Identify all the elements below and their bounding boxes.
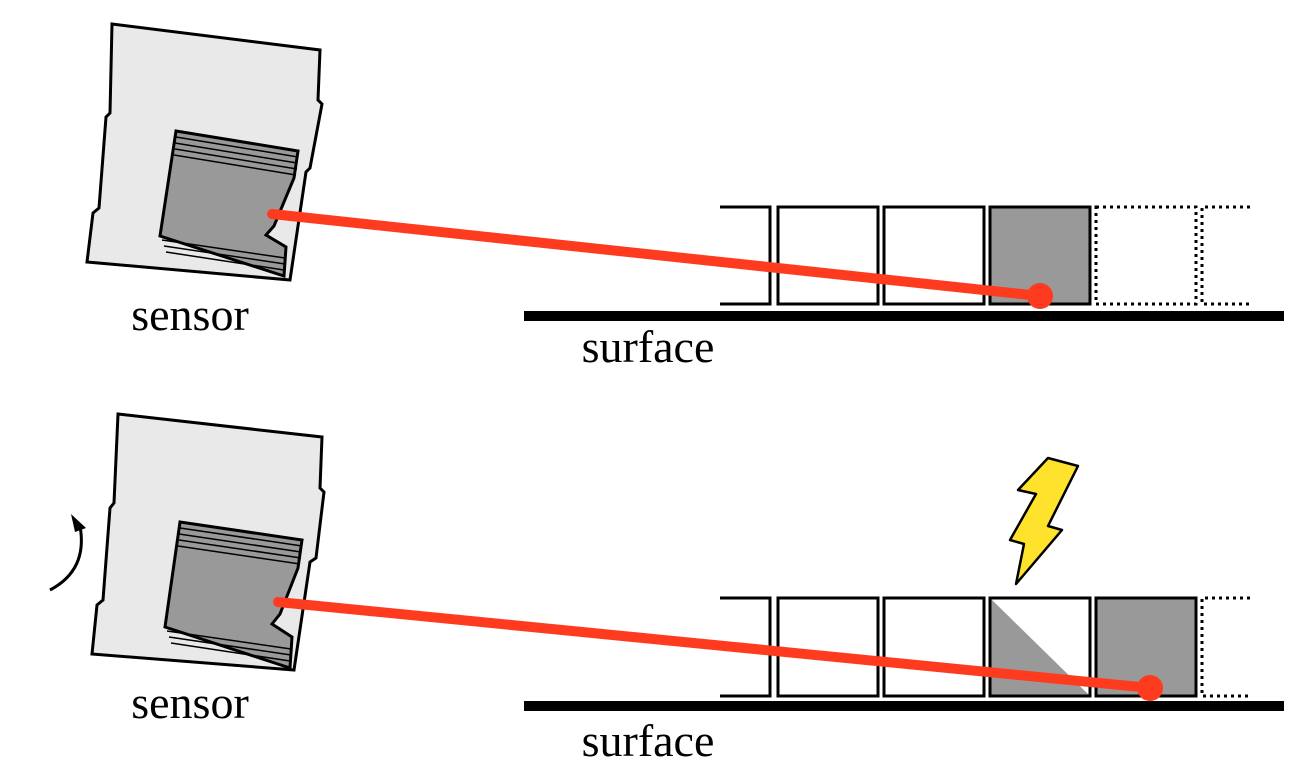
- panel-top: sensor surface: [85, 22, 1284, 372]
- sensor-device: [85, 22, 324, 282]
- surface-label: surface: [582, 321, 715, 372]
- sensor-ridges-top: [173, 136, 299, 176]
- rotation-arrow-icon: [49, 514, 86, 592]
- laser-beam: [267, 209, 1045, 301]
- cell-row: [720, 596, 1250, 698]
- sensor-device: [90, 412, 326, 672]
- cell-partial-left: [720, 205, 772, 306]
- sensor-label: sensor: [131, 289, 249, 340]
- sensor-face: [158, 129, 300, 279]
- sensor-ridges-bottom: [161, 239, 286, 271]
- surface-label: surface: [582, 715, 715, 766]
- sensor-ridges-bottom: [166, 630, 292, 662]
- cell-dotted-partial: [1200, 596, 1250, 698]
- surface-bar: [524, 701, 1284, 711]
- laser-beam: [273, 597, 1155, 693]
- cell-dotted: [1094, 205, 1198, 306]
- sensor-label: sensor: [131, 677, 249, 728]
- cell: [776, 596, 880, 698]
- cell-dotted-partial: [1200, 205, 1250, 306]
- sensor-ridges-top: [177, 527, 303, 565]
- laser-spot: [1137, 675, 1163, 701]
- lightning-icon: [1008, 456, 1080, 586]
- panel-bottom: sensor surface: [49, 412, 1284, 766]
- cell: [882, 596, 986, 698]
- surface-bar: [524, 311, 1284, 321]
- cell: [776, 205, 880, 306]
- laser-spot: [1027, 283, 1053, 309]
